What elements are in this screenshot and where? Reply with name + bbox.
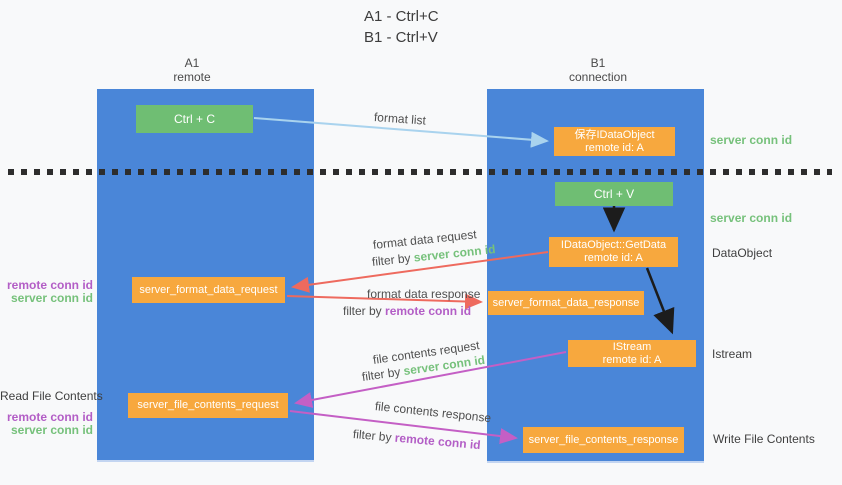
column-b1-name: B1 [590, 56, 606, 70]
filter-by-text: filter by [352, 427, 393, 445]
node-save-idataobject-line2: remote id: A [585, 141, 644, 154]
label-write-file-contents: Write File Contents [713, 432, 815, 446]
node-ctrl-v: Ctrl + V [555, 182, 673, 206]
title-line-ctrl-v: B1 - Ctrl+V [364, 29, 438, 46]
filter-key-remote-conn-id: remote conn id [394, 430, 482, 453]
filter-by-text: filter by [371, 250, 412, 269]
dashed-separator-line [8, 169, 832, 175]
node-save-idataobject-line1: 保存IDataObject [574, 128, 655, 141]
node-server-file-contents-request-label: server_file_contents_request [137, 399, 279, 411]
column-a1-name: A1 [184, 56, 200, 70]
column-a1-subtitle: remote [173, 70, 211, 84]
node-ctrl-v-label: Ctrl + V [593, 187, 635, 201]
label-istream: Istream [712, 347, 753, 361]
node-server-file-contents-response-label: server_file_contents_response [528, 433, 679, 446]
label-file-contents-response: file contents response [374, 399, 492, 426]
node-istream-line2: remote id: A [602, 353, 662, 366]
node-getdata-line2: remote id: A [584, 252, 643, 264]
node-getdata-line1: IDataObject::GetData [560, 239, 667, 251]
node-server-format-data-request-label: server_format_data_request [139, 283, 278, 296]
label-dataobject: DataObject [712, 246, 773, 260]
column-header-a1: A1 remote [132, 56, 252, 84]
column-b1-subtitle: connection [568, 70, 628, 84]
node-ctrl-c-label: Ctrl + C [173, 112, 215, 126]
column-header-b1: B1 connection [538, 56, 658, 84]
node-server-file-contents-response: server_file_contents_response [523, 427, 684, 453]
node-server-format-data-response: server_format_data_response [488, 291, 644, 315]
filter-key-remote-conn-id: remote conn id [385, 304, 472, 318]
label-server-conn-id-left-bottom: server conn id [10, 423, 93, 437]
label-file-contents-response-filter: filter by remote conn id [352, 427, 481, 452]
diagram-title: A1 - Ctrl+C B1 - Ctrl+V [364, 6, 439, 48]
label-server-conn-id-left-top: server conn id [10, 291, 93, 305]
node-istream: IStream remote id: A [568, 340, 696, 367]
label-format-data-response: format data response [367, 287, 481, 301]
label-remote-conn-id-left-bottom: remote conn id [6, 410, 93, 424]
node-idataobject-getdata: IDataObject::GetData remote id: A [549, 237, 678, 267]
label-read-file-contents: Read File Contents [0, 389, 103, 403]
label-server-conn-id-top-right: server conn id [710, 133, 793, 147]
label-server-conn-id-mid-right: server conn id [710, 211, 793, 225]
node-server-format-data-response-label: server_format_data_response [492, 296, 640, 309]
label-format-data-response-filter: filter by remote conn id [343, 304, 471, 318]
node-server-file-contents-request: server_file_contents_request [128, 393, 288, 418]
node-ctrl-c: Ctrl + C [136, 105, 253, 133]
label-format-list: format list [373, 110, 427, 128]
filter-by-text: filter by [361, 364, 402, 384]
node-save-idataobject: 保存IDataObject remote id: A [554, 127, 675, 156]
node-istream-line1: IStream [612, 340, 652, 353]
title-line-ctrl-c: A1 - Ctrl+C [364, 8, 439, 25]
label-remote-conn-id-left-top: remote conn id [6, 278, 93, 292]
filter-by-text: filter by [343, 304, 382, 318]
node-server-format-data-request: server_format_data_request [132, 277, 285, 303]
